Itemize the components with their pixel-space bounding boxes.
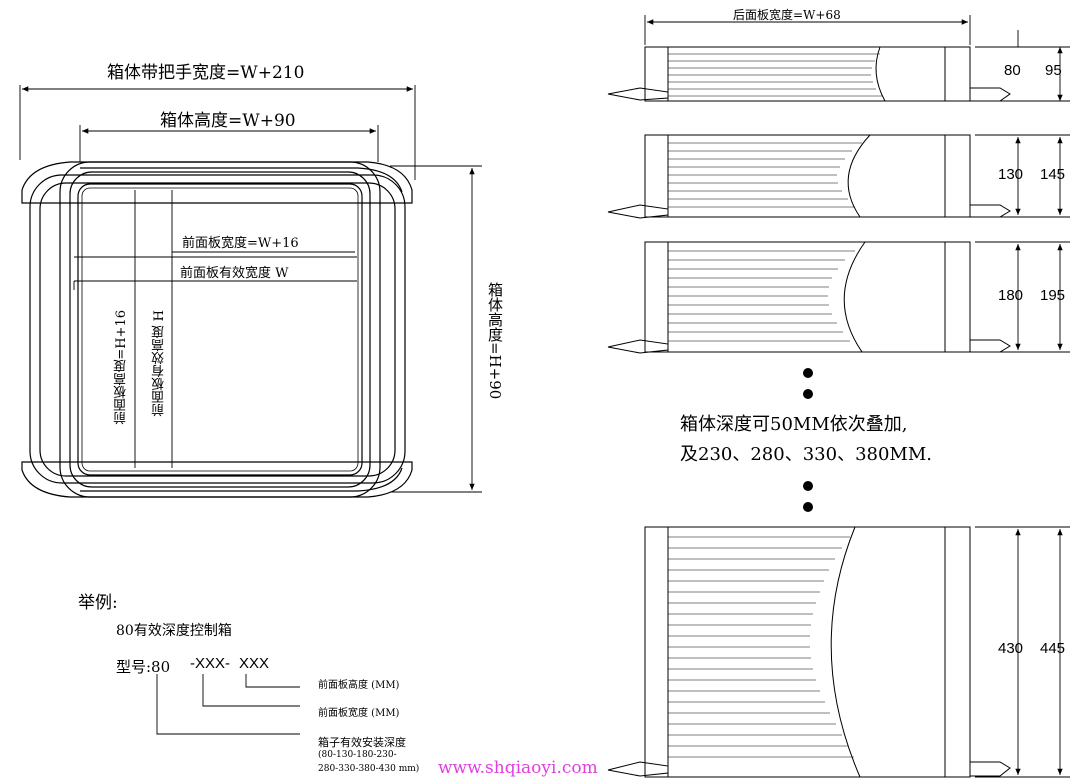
row2-inner-dim: 130 [998, 166, 1024, 183]
overall-width-label: 箱体带把手宽度=W+210 [107, 63, 305, 83]
side-view-row-2-slats [668, 142, 862, 208]
side-view-row-3 [607, 241, 1011, 354]
side-view-row-4 [607, 526, 1011, 778]
row1-inner-dim: 80 [1004, 62, 1021, 79]
callout-depth: 箱子有效安装深度 [318, 736, 406, 749]
row4-outer-dim: 445 [1040, 640, 1066, 657]
stack-note-line1: 箱体深度可50MM依次叠加, [680, 414, 908, 435]
watermark: www.shqiaoyi.com [438, 758, 598, 778]
callout-depth-values-1: (80-130-180-230- [318, 750, 397, 760]
side-view-row-1-slats [668, 53, 882, 97]
side-view-row-4-slats [668, 536, 854, 758]
front-view-box [21, 161, 413, 498]
model-part2: -XXX- [190, 655, 231, 672]
model-prefix: 型号:80 [116, 658, 171, 676]
callout-width: 前面板宽度 (MM) [318, 708, 400, 719]
front-panel-effective-width-label: 前面板有效宽度 W [180, 266, 289, 281]
side-view-row-3-slats [668, 250, 855, 342]
example-heading: 举例: [78, 593, 118, 613]
box-height-side-label: 箱体高度=H+90 [486, 282, 504, 400]
model-callout-lines [156, 674, 300, 735]
row4-inner-dim: 430 [998, 640, 1024, 657]
front-panel-height-label: 前面板高度=H+16 [114, 310, 129, 425]
continuation-dots [803, 368, 813, 512]
row1-outer-dim: 95 [1045, 62, 1062, 79]
example-subtitle: 80有效深度控制箱 [116, 623, 232, 639]
rear-panel-width-label: 后面板宽度=W+68 [733, 8, 841, 22]
side-view-row-1 [607, 46, 1011, 102]
model-part3: XXX [239, 655, 270, 672]
front-panel-width-label: 前面板宽度=W+16 [182, 236, 299, 251]
row3-inner-dim: 180 [998, 287, 1024, 304]
side-view-row-2 [607, 134, 1011, 219]
row2-outer-dim: 145 [1040, 166, 1066, 183]
stack-note-line2: 及230、280、330、380MM. [680, 444, 933, 465]
callout-depth-values-2: 280-330-380-430 mm) [318, 764, 420, 774]
front-panel-effective-height-label: 前面板有效高度 H [152, 310, 167, 417]
row3-outer-dim: 195 [1040, 287, 1066, 304]
callout-height: 前面板高度 (MM) [318, 680, 400, 691]
box-height-top-label: 箱体高度=W+90 [160, 111, 296, 131]
